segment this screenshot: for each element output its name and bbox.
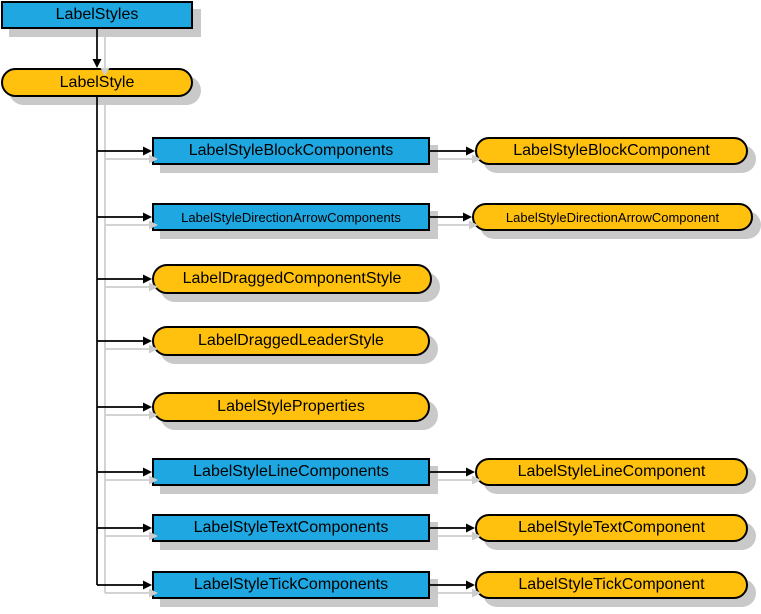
node-label-style-direction-arrow-components[interactable]: LabelStyleDirectionArrowComponents [152, 203, 430, 231]
node-label-style-block-components[interactable]: LabelStyleBlockComponents [152, 137, 430, 165]
arrow-head [466, 523, 475, 533]
connectors [92, 29, 475, 590]
node-label-style-line-component[interactable]: LabelStyleLineComponent [475, 458, 748, 486]
arrow-head [143, 402, 152, 412]
arrow-head [143, 523, 152, 533]
arrow-head [92, 59, 102, 68]
arrow-head [143, 336, 152, 346]
node-label-styles[interactable]: LabelStyles [1, 1, 193, 29]
arrow-head [143, 146, 152, 156]
node-label-style[interactable]: LabelStyle [1, 68, 193, 97]
node-label-style-text-component[interactable]: LabelStyleTextComponent [475, 514, 748, 542]
arrow-head [466, 467, 475, 477]
arrow-head [143, 467, 152, 477]
arrow-head [143, 274, 152, 284]
node-label-dragged-component-style[interactable]: LabelDraggedComponentStyle [152, 264, 432, 294]
arrow-head [143, 580, 152, 590]
arrow-head [463, 212, 472, 222]
node-label-style-tick-component[interactable]: LabelStyleTickComponent [475, 571, 748, 599]
arrow-head [466, 146, 475, 156]
arrow-head [143, 212, 152, 222]
node-label-style-block-component[interactable]: LabelStyleBlockComponent [475, 137, 748, 165]
node-label-style-line-components[interactable]: LabelStyleLineComponents [152, 458, 430, 486]
arrow-head [466, 580, 475, 590]
node-label-style-tick-components[interactable]: LabelStyleTickComponents [152, 571, 430, 599]
node-label-style-properties[interactable]: LabelStyleProperties [152, 392, 430, 422]
node-label-style-text-components[interactable]: LabelStyleTextComponents [152, 514, 430, 542]
node-label-style-direction-arrow-component[interactable]: LabelStyleDirectionArrowComponent [472, 203, 753, 231]
node-label-dragged-leader-style[interactable]: LabelDraggedLeaderStyle [152, 326, 430, 356]
